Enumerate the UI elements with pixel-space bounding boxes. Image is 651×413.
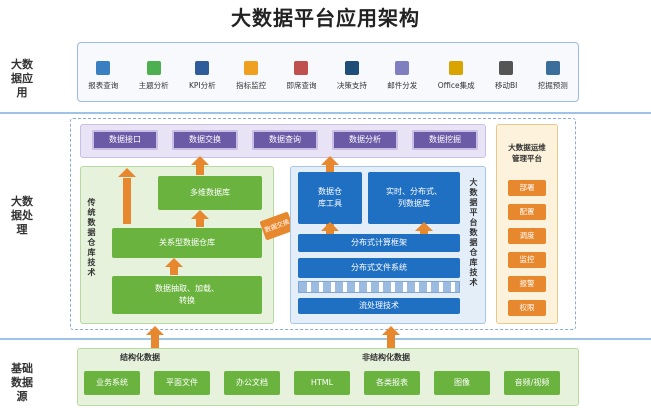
divider-top: [0, 112, 651, 114]
arrow-up-icon: [191, 156, 209, 165]
traditional-dw-side-label: 传统数据仓库技术: [87, 198, 96, 278]
mail-icon: [395, 61, 410, 75]
source-item: 业务系统: [84, 371, 140, 395]
service-box: 数据交换: [172, 130, 238, 150]
service-box: 数据分析: [332, 130, 398, 150]
realtime-line2: 列数据库: [398, 199, 430, 208]
stream-processing-box: 流处理技术: [298, 298, 460, 314]
decision-icon: [344, 61, 359, 75]
unstructured-label: 非结构化数据: [362, 353, 410, 362]
distributed-fs-box: 分布式文件系统: [298, 258, 460, 278]
ops-title-line2: 管理平台: [512, 154, 542, 163]
mining-icon: [545, 61, 560, 75]
app-item[interactable]: 移动BI: [495, 61, 517, 91]
app-label: 挖掘预测: [537, 81, 568, 90]
relational-dw-box: 关系型数据仓库: [112, 228, 262, 258]
arrow-shaft-trad-top: [196, 164, 204, 175]
source-item: 图像: [434, 371, 490, 395]
app-item[interactable]: 主题分析: [139, 61, 169, 91]
row-label-base: 基础数据源: [2, 362, 42, 404]
etl-line2: 转换: [179, 296, 195, 305]
app-label: Office集成: [437, 81, 475, 90]
bar-chart-icon: [146, 61, 161, 75]
row-label-app: 大数据应用: [2, 58, 42, 100]
ops-item: 监控: [508, 252, 546, 268]
office-icon: [449, 61, 464, 75]
arrow-shaft-trad-low: [170, 266, 178, 275]
source-item: 音频/视频: [504, 371, 560, 395]
app-label: 报表查询: [88, 81, 119, 90]
arrow-up-icon: [165, 258, 183, 267]
app-label: 决策支持: [336, 81, 367, 90]
divider-bottom: [0, 338, 651, 340]
document-query-icon: [294, 61, 309, 75]
page-title: 大数据平台应用架构: [231, 6, 420, 30]
app-item[interactable]: KPI分析: [189, 61, 216, 91]
app-label: 指标监控: [236, 81, 267, 90]
arrow-up-icon: [415, 222, 433, 231]
realtime-line1: 实时、分布式、: [386, 187, 442, 196]
row-label-base-text: 基础数据源: [11, 362, 33, 403]
arrow-shaft-base-right: [387, 335, 395, 351]
app-label: 邮件分发: [387, 81, 418, 90]
warehouse-tool-line1: 数据仓: [318, 187, 342, 196]
processing-area: [70, 118, 576, 330]
app-item[interactable]: 即席查询: [286, 61, 316, 91]
mobile-bi-icon: [499, 61, 514, 75]
service-box: 数据挖掘: [412, 130, 478, 150]
arrow-up-icon: [118, 168, 136, 177]
app-label: KPI分析: [189, 81, 216, 90]
app-label: 即席查询: [286, 81, 317, 90]
row-label-proc: 大数据处理: [2, 195, 42, 237]
app-panel: 报表查询 主题分析 KPI分析 指标监控 即席查询 决策支持 邮件分发 Office集成 移动B…: [77, 42, 579, 102]
warehouse-tool-line2: 库工具: [318, 199, 342, 208]
service-box: 数据接口: [92, 130, 158, 150]
row-label-proc-text: 大数据处理: [11, 195, 33, 236]
arrow-up-icon: [321, 156, 339, 165]
app-item[interactable]: Office集成: [438, 61, 475, 91]
arrow-shaft-trad-left: [123, 178, 131, 224]
app-item[interactable]: 挖掘预测: [538, 61, 568, 91]
app-item[interactable]: 决策支持: [337, 61, 367, 91]
multidim-db-box: 多维数据库: [158, 176, 262, 210]
ops-item: 部署: [508, 180, 546, 196]
app-item[interactable]: 指标监控: [236, 61, 266, 91]
realtime-db-box: 实时、分布式、 列数据库: [368, 172, 460, 224]
arrow-shaft-trad-mid: [196, 218, 204, 227]
warehouse-tool-box: 数据仓 库工具: [298, 172, 362, 224]
storage-stripe: [298, 281, 460, 293]
ops-item: 权限: [508, 300, 546, 316]
app-label: 主题分析: [138, 81, 169, 90]
row-label-app-text: 大数据应用: [11, 58, 33, 99]
source-item: HTML: [294, 371, 350, 395]
arrow-up-icon: [382, 326, 400, 335]
ops-item: 报警: [508, 276, 546, 292]
ops-item: 调度: [508, 228, 546, 244]
bigdata-dw-side-label: 大数据平台数据仓库技术: [469, 178, 478, 288]
ops-title-line1: 大数据运维: [508, 143, 546, 152]
etl-line1: 数据抽取、加载、: [155, 284, 219, 293]
report-icon: [96, 61, 111, 75]
etl-box: 数据抽取、加载、 转换: [112, 276, 262, 314]
app-item[interactable]: 报表查询: [88, 61, 118, 91]
ops-item: 配置: [508, 204, 546, 220]
arrow-up-icon: [146, 326, 164, 335]
source-item: 办公文档: [224, 371, 280, 395]
service-box: 数据查询: [252, 130, 318, 150]
distributed-compute-box: 分布式计算框架: [298, 234, 460, 252]
app-label: 移动BI: [495, 81, 518, 90]
source-item: 各类报表: [364, 371, 420, 395]
arrow-up-icon: [191, 210, 209, 219]
kpi-gauge-icon: [195, 61, 210, 75]
source-item: 平面文件: [154, 371, 210, 395]
app-item[interactable]: 邮件分发: [387, 61, 417, 91]
arrow-shaft-base-left: [151, 335, 159, 351]
structured-label: 结构化数据: [120, 353, 160, 362]
app-list: 报表查询 主题分析 KPI分析 指标监控 即席查询 决策支持 邮件分发 Office集成 移动B…: [78, 43, 578, 91]
ops-title: 大数据运维 管理平台: [496, 142, 558, 164]
sun-monitor-icon: [244, 61, 259, 75]
arrow-up-icon: [321, 222, 339, 231]
arrow-shaft-bd-top: [326, 164, 334, 172]
